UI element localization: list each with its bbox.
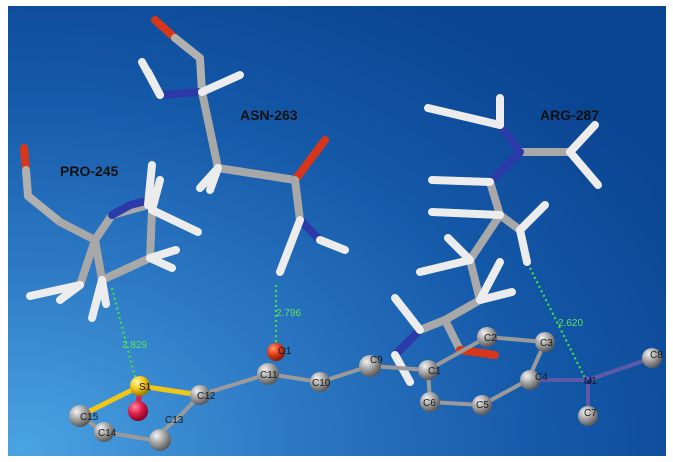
residue-pro245-hydrogens	[26, 161, 202, 322]
atom-c3	[535, 332, 555, 352]
atom-c15	[69, 405, 91, 427]
atom-label-c8: C8	[650, 350, 663, 361]
residue-label-pro245: PRO-245	[60, 163, 119, 179]
atom-c7	[578, 406, 598, 426]
atom-c1	[418, 360, 438, 380]
atom-c14	[94, 422, 114, 442]
atom-label-c5: C5	[476, 400, 489, 411]
atom-c11	[257, 363, 279, 385]
atom-label-c13: C13	[165, 415, 184, 426]
atom-s-oxygen	[128, 401, 148, 421]
residue-arg287-sticks	[391, 121, 574, 359]
atom-label-s1: S1	[139, 382, 152, 393]
atom-s1	[130, 376, 150, 396]
distance-label-d1: 2.829	[122, 340, 147, 351]
distance-label-d3: 2.620	[558, 318, 583, 329]
atom-label-n1: N1	[584, 376, 597, 387]
atom-c9	[359, 355, 381, 377]
ligand-atoms	[69, 327, 662, 451]
atom-c12	[190, 385, 210, 405]
residue-asn263-hydrogens	[138, 58, 349, 276]
atom-c4	[520, 370, 540, 390]
atom-label-c10: C10	[312, 378, 331, 389]
atom-label-c6: C6	[423, 398, 436, 409]
atom-label-c3: C3	[540, 338, 553, 349]
residue-pro245-sticks	[20, 144, 156, 289]
atom-c2	[477, 327, 497, 347]
hbond-d3	[529, 267, 586, 379]
residue-label-arg287: ARG-287	[540, 107, 599, 123]
atom-label-c1: C1	[428, 366, 441, 377]
atom-label-o1: O1	[278, 346, 292, 357]
atom-label-c9: C9	[370, 355, 383, 366]
distance-label-d2: 2.796	[276, 308, 301, 319]
hydrogen-bonds	[110, 267, 586, 386]
atom-c13	[149, 429, 171, 451]
atom-c6	[420, 392, 440, 412]
atom-label-c4: C4	[535, 372, 548, 383]
residue-asn263-sticks	[151, 16, 329, 244]
atom-c10	[310, 372, 330, 392]
atom-label-c7: C7	[584, 408, 597, 419]
hbond-d1	[110, 287, 139, 386]
atom-n1	[584, 376, 592, 384]
atom-c5	[472, 395, 492, 415]
atom-c8	[642, 348, 662, 368]
atom-o1	[267, 343, 285, 361]
residue-label-asn263: ASN-263	[240, 107, 298, 123]
residue-arg287-hydrogens	[391, 94, 602, 386]
background-panel	[8, 6, 666, 456]
atom-label-c12: C12	[197, 391, 216, 402]
atom-labels: C15 S1 C12 C13 C14 O1 C11 C10 C9 C1 C2 C…	[80, 333, 663, 439]
atom-label-c14: C14	[98, 428, 117, 439]
atom-label-c15: C15	[80, 412, 99, 423]
atom-label-c11: C11	[260, 370, 278, 381]
atom-label-c2: C2	[484, 333, 497, 344]
